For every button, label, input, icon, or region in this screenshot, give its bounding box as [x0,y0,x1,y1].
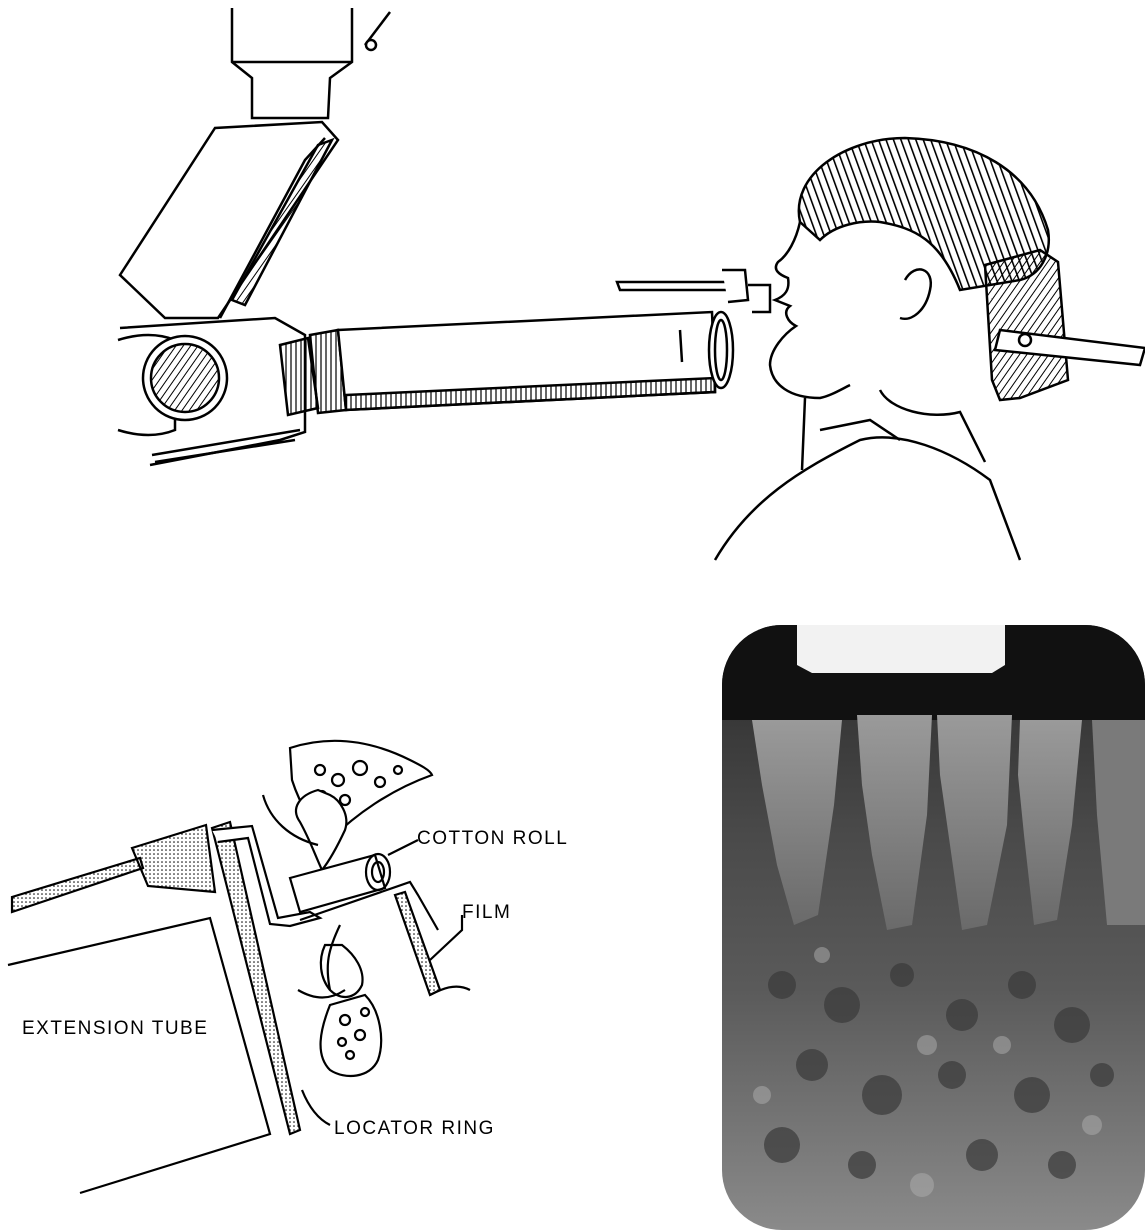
holder-arm [12,858,143,912]
cotton-roll [290,855,385,912]
label-extension-tube: EXTENSION TUBE [22,1018,208,1039]
label-film: FILM [462,902,511,923]
mandibular-bone [321,995,382,1076]
xray-unit-patient-illustration [0,0,1145,575]
upper-tooth [296,790,346,870]
patient-head [715,138,1145,560]
film [395,892,440,995]
dental-radiograph [722,625,1145,1230]
label-cotton-roll: COTTON ROLL [417,828,568,849]
label-locator-ring: LOCATOR RING [334,1118,495,1139]
film-placement-diagram: COTTON ROLL FILM EXTENSION TUBE LOCATOR … [0,720,640,1200]
tube-head-arm [118,8,715,465]
extension-tube [8,918,270,1193]
holder-block [132,825,215,892]
